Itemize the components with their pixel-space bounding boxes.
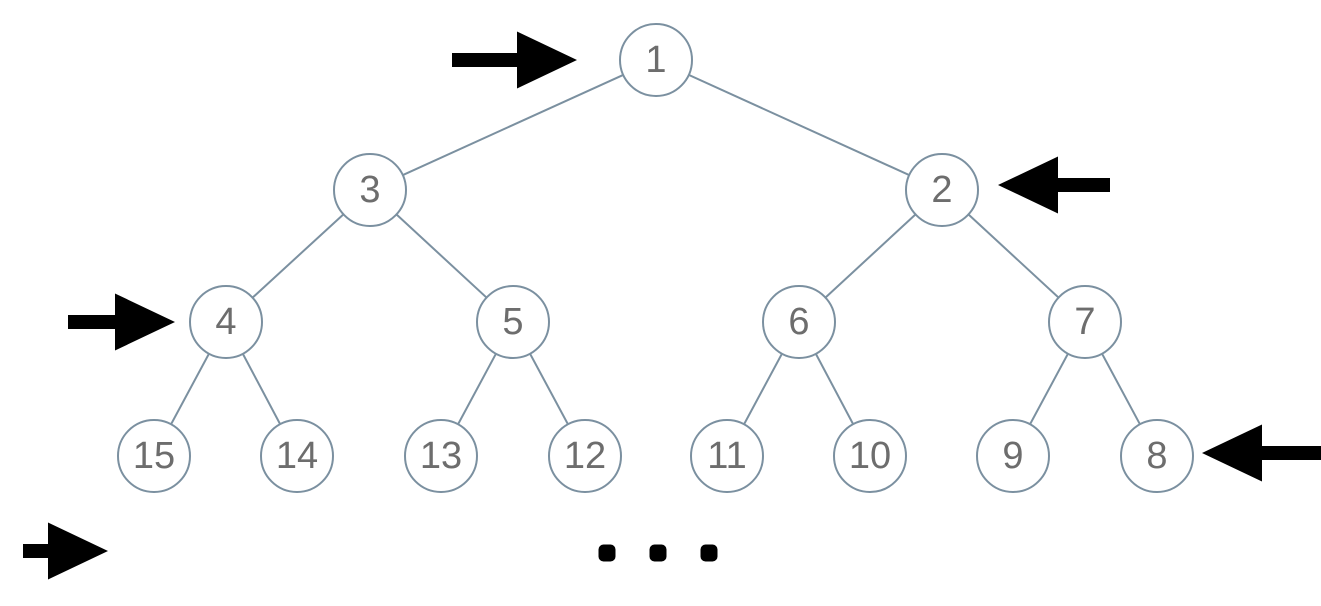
tree-node-circle [548, 419, 622, 493]
tree-node-circle [1048, 285, 1122, 359]
tree-node-circle [1120, 419, 1194, 493]
tree-node-label: 14 [276, 435, 318, 477]
tree-node-circle [690, 419, 764, 493]
tree-node-label: 12 [564, 435, 606, 477]
ellipsis-dot [700, 544, 718, 562]
tree-node-circle [260, 419, 334, 493]
tree-node-circle [117, 419, 191, 493]
arrow-level-2-left-icon [998, 156, 1110, 214]
tree-node-label: 7 [1074, 301, 1095, 343]
tree-node-circle [762, 285, 836, 359]
tree-node-circle [189, 285, 263, 359]
arrow-level-4-left-icon [1202, 424, 1321, 482]
tree-node-circle [476, 285, 550, 359]
ellipsis-dot [649, 544, 667, 562]
tree-node-2: 2 [905, 153, 979, 227]
tree-node-1: 1 [619, 23, 693, 97]
tree-node-4: 4 [189, 285, 263, 359]
tree-node-circle [404, 419, 478, 493]
tree-node-9: 9 [976, 419, 1050, 493]
tree-node-3: 3 [333, 153, 407, 227]
tree-node-label: 13 [420, 435, 462, 477]
ellipsis-dot [598, 544, 616, 562]
tree-node-circle [976, 419, 1050, 493]
tree-node-label: 2 [931, 169, 952, 211]
tree-node-6: 6 [762, 285, 836, 359]
tree-node-circle [619, 23, 693, 97]
tree-node-circle [905, 153, 979, 227]
tree-node-11: 11 [690, 419, 764, 493]
tree-edge-1-2 [655, 59, 943, 191]
tree-node-label: 8 [1146, 435, 1167, 477]
tree-node-label: 10 [849, 435, 891, 477]
tree-node-15: 15 [117, 419, 191, 493]
tree-node-label: 1 [645, 39, 666, 81]
tree-node-8: 8 [1120, 419, 1194, 493]
ellipsis [598, 544, 718, 562]
arrow-level-1-right-icon [452, 31, 577, 89]
tree-node-label: 6 [788, 301, 809, 343]
tree-node-7: 7 [1048, 285, 1122, 359]
tree-node-label: 11 [707, 435, 746, 477]
tree-node-13: 13 [404, 419, 478, 493]
tree-edge-1-3 [369, 59, 657, 191]
tree-node-label: 4 [215, 301, 236, 343]
tree-node-14: 14 [260, 419, 334, 493]
tree-node-circle [833, 419, 907, 493]
tree-node-label: 15 [133, 435, 175, 477]
tree-edges [153, 59, 1158, 457]
tree-node-label: 5 [502, 301, 523, 343]
traversal-arrows [23, 31, 1321, 580]
tree-node-10: 10 [833, 419, 907, 493]
tree-node-label: 9 [1002, 435, 1023, 477]
tree-node-circle [333, 153, 407, 227]
tree-node-12: 12 [548, 419, 622, 493]
arrow-level-next-right-icon [23, 522, 108, 580]
tree-node-label: 3 [359, 169, 380, 211]
tree-node-5: 5 [476, 285, 550, 359]
arrow-level-3-right-icon [68, 293, 175, 351]
